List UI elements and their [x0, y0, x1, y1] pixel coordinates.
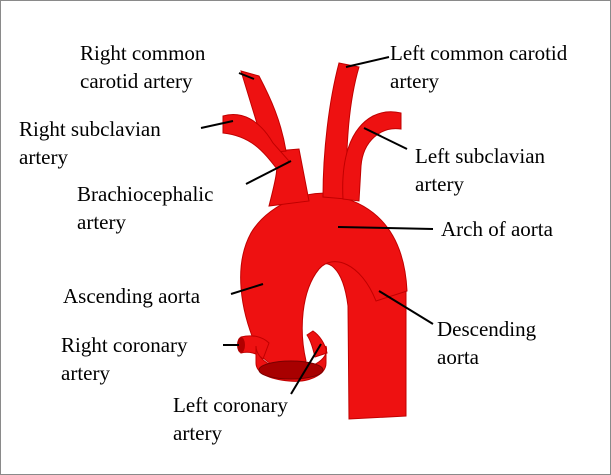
label-descending-aorta: Descending aorta — [437, 315, 536, 371]
label-right-coronary: Right coronary artery — [61, 331, 188, 387]
aortic-root-opening — [259, 361, 323, 379]
label-arch-of-aorta: Arch of aorta — [441, 215, 553, 243]
label-line: Left common carotid — [390, 39, 567, 67]
label-left-common-carotid: Left common carotid artery — [390, 39, 567, 95]
label-line: aorta — [437, 343, 536, 371]
leader-left-common-carotid — [346, 57, 389, 67]
label-right-subclavian: Right subclavian artery — [19, 115, 161, 171]
label-line: artery — [390, 67, 567, 95]
label-line: artery — [415, 170, 545, 198]
label-line: carotid artery — [80, 67, 205, 95]
label-line: Right coronary — [61, 331, 188, 359]
label-brachiocephalic: Brachiocephalic artery — [77, 180, 213, 236]
label-right-common-carotid: Right common carotid artery — [80, 39, 205, 95]
label-line: Ascending aorta — [63, 282, 200, 310]
label-ascending-aorta: Ascending aorta — [63, 282, 200, 310]
label-line: Left coronary — [173, 391, 288, 419]
label-line: Descending — [437, 315, 536, 343]
label-line: artery — [77, 208, 213, 236]
label-line: Left subclavian — [415, 142, 545, 170]
label-left-subclavian: Left subclavian artery — [415, 142, 545, 198]
right-coronary-vessel — [241, 336, 269, 359]
label-line: Brachiocephalic — [77, 180, 213, 208]
label-line: artery — [61, 359, 188, 387]
label-line: artery — [173, 419, 288, 447]
label-line: Right subclavian — [19, 115, 161, 143]
label-line: Right common — [80, 39, 205, 67]
label-left-coronary: Left coronary artery — [173, 391, 288, 447]
label-line: Arch of aorta — [441, 215, 553, 243]
left-subclavian-vessel — [343, 112, 401, 201]
left-coronary-vessel — [307, 331, 327, 357]
label-line: artery — [19, 143, 161, 171]
